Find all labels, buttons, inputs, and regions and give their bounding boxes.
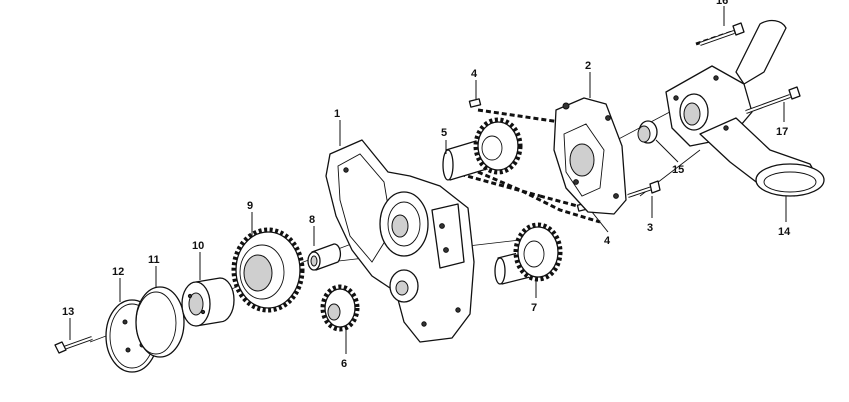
bolt-16 [699, 22, 745, 46]
callout-16: 16 [716, 0, 728, 7]
seal-ring-15 [637, 120, 658, 144]
dowel-pin-4-upper [468, 98, 482, 108]
bolt-3 [627, 180, 661, 198]
gear-6 [320, 284, 360, 332]
rotor-shaft-7 [494, 222, 563, 285]
callout-4-upper: 4 [471, 68, 478, 80]
bolt-13 [54, 336, 93, 354]
leader-lines [69, 6, 787, 354]
callout-labels: 1 2 3 4 4 5 6 7 8 9 10 11 12 13 14 15 16… [62, 0, 791, 370]
callout-12: 12 [112, 266, 124, 278]
callout-8: 8 [309, 214, 315, 226]
callout-9: 9 [247, 200, 253, 212]
callout-17: 17 [776, 126, 788, 138]
gear-9 [231, 227, 305, 313]
hub-10 [181, 277, 235, 327]
callout-7: 7 [531, 302, 537, 314]
sleeve-8 [307, 243, 342, 271]
bolt-17 [745, 86, 801, 114]
callout-5: 5 [441, 127, 447, 139]
callout-2: 2 [585, 60, 591, 72]
callout-15: 15 [672, 164, 684, 176]
callout-1: 1 [334, 108, 340, 120]
oil-strainer-14 [665, 19, 825, 197]
callout-14: 14 [778, 226, 791, 238]
callout-13: 13 [62, 306, 74, 318]
callout-11: 11 [148, 254, 160, 266]
callout-6: 6 [341, 358, 347, 370]
callout-4-lower: 4 [604, 235, 611, 247]
pump-housing-1 [325, 139, 475, 343]
rotor-shaft-5 [442, 117, 523, 181]
callout-3: 3 [647, 222, 653, 234]
pump-cover-2 [553, 97, 627, 215]
callout-10: 10 [192, 240, 204, 252]
gasket-11 [135, 286, 185, 358]
